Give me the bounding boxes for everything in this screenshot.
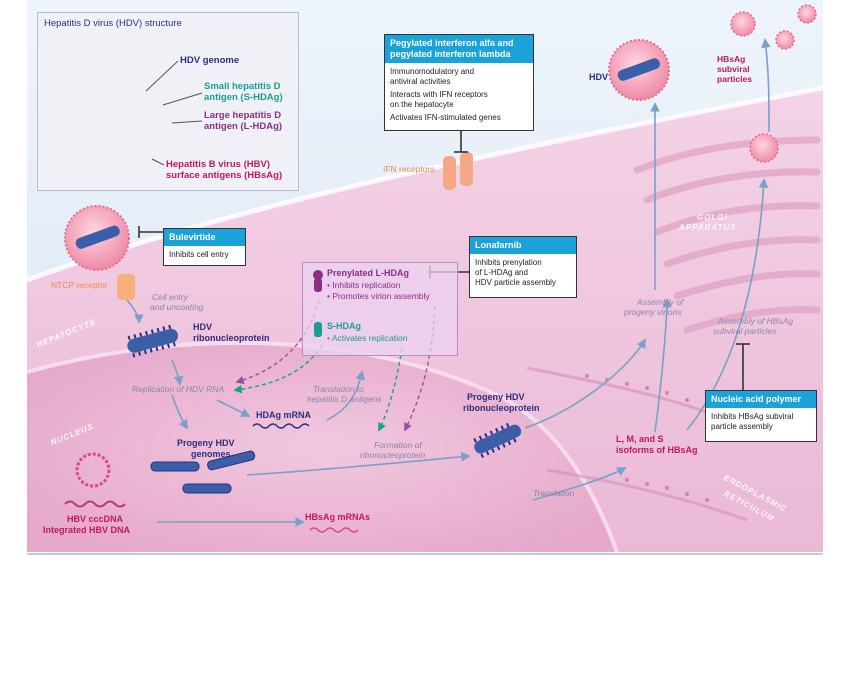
label-ntcp-receptor: NTCP receptor	[51, 280, 108, 290]
lonafarnib-l2: of L-HDAg and	[475, 268, 528, 277]
label-hdv-rnp-2: ribonucleoprotein	[193, 333, 270, 343]
label-small-hdag-2: antigen (S-HDAg)	[204, 92, 283, 103]
label-hdv-rnp-1: HDV	[193, 322, 213, 332]
label-assembly-hbsag-1: Assembly of HBsAg	[718, 316, 794, 326]
interferon-b3: Activates IFN-stimulated genes	[390, 113, 501, 122]
label-hdv-genome: HDV genome	[180, 55, 240, 66]
bulevirtide-title: Bulevirtide	[164, 229, 245, 246]
label-formation-2: ribonucleoprotein	[360, 450, 426, 460]
interferon-card: Pegylated interferon alfa and pegylated …	[384, 34, 534, 131]
label-integrated-dna: Integrated HBV DNA	[43, 525, 131, 535]
bulevirtide-body: Inhibits cell entry	[169, 250, 229, 259]
label-translation-hd-2: hepatitis D antigens	[307, 394, 382, 404]
figure-bottom-rule	[27, 553, 823, 555]
label-progeny-rnp-2: ribonucleoprotein	[463, 403, 540, 413]
label-hbsag-subviral-2: subviral	[717, 64, 750, 74]
label-replication: Replication of HDV RNA	[132, 384, 225, 394]
interferon-b2-2: on the hepatocyte	[390, 100, 454, 109]
nap-title: Nucleic acid polymer	[706, 391, 816, 408]
ifn-receptor-shape	[460, 152, 473, 186]
integrated-dna-shape	[64, 500, 126, 508]
progeny-rnp-shape	[473, 422, 522, 458]
bulevirtide-card: Bulevirtide Inhibits cell entry	[163, 228, 246, 266]
label-assembly-hbsag-2: subviral particles	[713, 326, 777, 336]
label-golgi-1: GOLGI	[697, 213, 728, 222]
shdag-b1: • Activates replication	[327, 333, 408, 343]
label-large-hdag-1: Large hepatitis D	[204, 110, 282, 121]
label-small-hdag-1: Small hepatitis D	[204, 81, 281, 92]
label-cccdna: HBV cccDNA	[67, 514, 124, 524]
ifn-receptor-shape	[443, 156, 456, 190]
lonafarnib-card: Lonafarnib Inhibits prenylation of L-HDA…	[469, 236, 577, 298]
label-progeny-genomes-2: genomes	[191, 449, 231, 459]
label-translation: Translation	[533, 488, 575, 498]
interferon-b2-1: Interacts with IFN receptors	[390, 90, 488, 99]
ntcp-receptor-shape	[117, 274, 135, 300]
interferon-title-2: pegylated interferon lambda	[390, 49, 511, 59]
interferon-b1-2: antiviral activities	[390, 77, 451, 86]
label-lms-1: L, M, and S	[616, 434, 664, 444]
label-assembly-virions-2: progeny virions	[624, 307, 682, 317]
interferon-b1-1: Immunomodulatory and	[390, 67, 475, 76]
label-assembly-virions-1: Assembly of	[637, 297, 684, 307]
inset-title: Hepatitis D virus (HDV) structure	[44, 18, 182, 29]
label-hbsag-subviral-1: HBsAg	[717, 54, 746, 64]
label-formation-1: Formation of	[374, 440, 422, 450]
label-ifn-receptors: IFN receptors	[383, 164, 435, 174]
label-cell-entry-1: Cell entry	[152, 292, 188, 302]
shdag-icon	[314, 322, 322, 337]
progeny-genomes-shape	[150, 450, 256, 494]
prenylated-b1: • Inhibits replication	[327, 280, 401, 290]
hdv-structure-inset: Hepatitis D virus (HDV) structure HDV ge…	[37, 12, 299, 191]
label-hdv-top: HDV	[589, 72, 609, 82]
lonafarnib-l3: HDV particle assembly	[475, 278, 556, 287]
label-cell-entry-2: and uncoating	[150, 302, 204, 312]
prenylated-b2: • Promotes virion assembly	[327, 291, 430, 301]
hbsag-subviral-particles	[730, 4, 817, 163]
hdv-virion-top	[608, 39, 670, 101]
nap-l1: Inhibits HBsAg subviral	[711, 412, 794, 421]
label-golgi-2: APPARATUS	[679, 223, 737, 232]
prenylated-title: Prenylated L-HDAg	[327, 268, 410, 278]
prenylated-lhdag-icon	[313, 270, 323, 292]
lonafarnib-title: Lonafarnib	[470, 237, 576, 254]
label-translation-hd-1: Translation to	[313, 384, 364, 394]
nap-l2: particle assembly	[711, 422, 773, 431]
label-hbsag-mrnas: HBsAg mRNAs	[305, 512, 371, 522]
label-progeny-genomes-1: Progeny HDV	[177, 438, 235, 448]
label-hbsag-2: surface antigens (HBsAg)	[166, 170, 283, 181]
inset-leader-lines	[145, 60, 203, 166]
label-hdag-mrna: HDAg mRNA	[256, 410, 311, 420]
label-lms-2: isoforms of HBsAg	[616, 445, 698, 455]
lonafarnib-l1: Inhibits prenylation	[475, 258, 542, 267]
label-progeny-rnp-1: Progeny HDV	[467, 392, 525, 402]
shdag-title: S-HDAg	[327, 321, 361, 331]
label-hbsag-subviral-3: particles	[717, 74, 752, 84]
label-large-hdag-2: antigen (L-HDAg)	[204, 121, 283, 132]
cccdna-shape	[75, 452, 111, 488]
hdv-lifecycle-figure: Hepatitis D virus (HDV) structure HDV ge…	[27, 0, 823, 552]
label-hbsag-1: Hepatitis B virus (HBV)	[166, 159, 270, 170]
hdv-virion-entering	[64, 205, 130, 271]
nucleic-acid-polymer-card: Nucleic acid polymer Inhibits HBsAg subv…	[705, 390, 817, 442]
hdv-ribonucleoprotein-shape	[127, 324, 179, 358]
hdag-forms-box: Prenylated L-HDAg • Inhibits replication…	[302, 262, 458, 356]
interferon-title-1: Pegylated interferon alfa and	[390, 38, 514, 48]
